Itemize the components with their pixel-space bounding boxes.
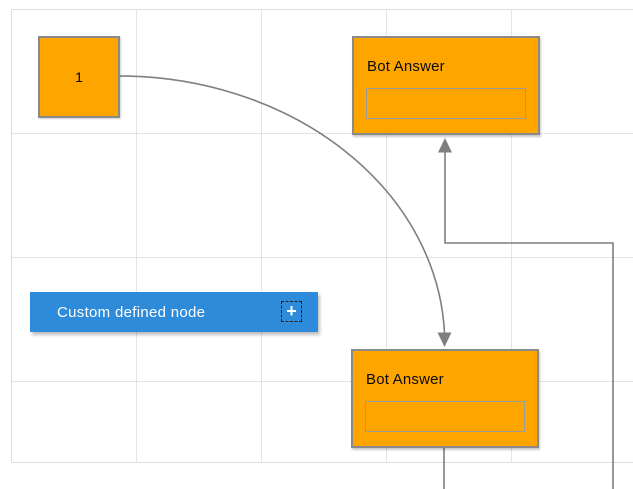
add-button[interactable]: + <box>281 301 302 322</box>
connector-orthogonal[interactable] <box>444 152 614 489</box>
start-node[interactable]: 1 <box>38 36 120 118</box>
custom-defined-node[interactable]: Custom defined node + <box>30 292 318 332</box>
start-node-label: 1 <box>75 69 83 85</box>
custom-defined-node-label: Custom defined node <box>57 303 206 321</box>
connectors <box>118 75 614 489</box>
bot-answer-input[interactable] <box>365 401 525 432</box>
plus-icon: + <box>286 300 297 321</box>
bot-answer-input[interactable] <box>366 88 526 119</box>
bot-answer-title: Bot Answer <box>366 371 444 388</box>
bot-answer-title: Bot Answer <box>367 58 445 75</box>
bot-answer-node-bottom[interactable]: Bot Answer <box>351 349 539 448</box>
connector-orthogonal-arrowhead-icon <box>438 138 452 153</box>
connector-curve[interactable] <box>118 75 446 334</box>
bot-answer-node-top[interactable]: Bot Answer <box>352 36 540 135</box>
grid-border <box>11 9 633 463</box>
connector-curve-arrowhead-icon <box>437 332 452 347</box>
